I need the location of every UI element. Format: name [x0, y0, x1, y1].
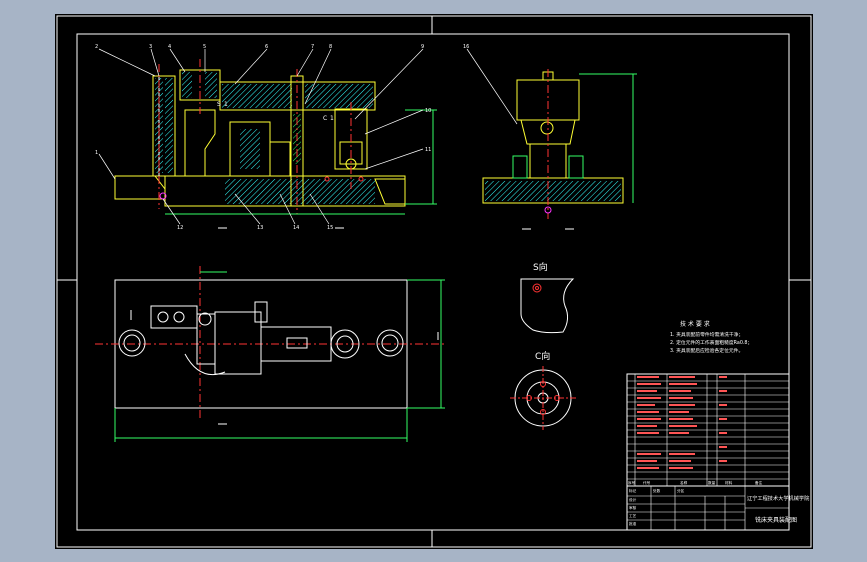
- svg-text:4: 4: [168, 44, 171, 50]
- svg-text:材料: 材料: [725, 480, 733, 485]
- tech-req-item-3: 3. 夹具装配后应检验各定位元件。: [670, 347, 743, 354]
- svg-text:7: 7: [311, 44, 314, 50]
- svg-text:11: 11: [425, 147, 431, 153]
- svg-text:备注: 备注: [755, 480, 763, 485]
- svg-text:批准: 批准: [629, 521, 637, 526]
- svg-text:设计: 设计: [629, 497, 637, 502]
- svg-text:名称: 名称: [680, 480, 688, 485]
- c-view-label: C向: [535, 350, 550, 362]
- section-mark-c-index: 1: [330, 115, 334, 122]
- svg-text:审核: 审核: [629, 505, 637, 510]
- tech-req-item-2: 2. 定位元件的工作表面粗糙度Ra0.8；: [670, 339, 752, 346]
- svg-text:9: 9: [421, 44, 424, 50]
- s-view-label: S向: [533, 261, 548, 273]
- section-mark-s: S: [217, 101, 221, 108]
- svg-text:3: 3: [149, 44, 152, 50]
- svg-text:6: 6: [265, 44, 268, 50]
- svg-text:分区: 分区: [677, 488, 685, 493]
- svg-text:数量: 数量: [708, 480, 716, 485]
- svg-text:代号: 代号: [643, 480, 651, 485]
- tech-req-title: 技 术 要 求: [680, 320, 710, 328]
- title-block-rows: 标记 处数 分区 设计 审核 工艺 批准: [629, 488, 685, 526]
- school-name: 辽宁工程技术大学机械学院: [747, 494, 810, 502]
- plan-view: [95, 266, 445, 442]
- svg-text:5: 5: [203, 44, 206, 50]
- svg-text:1: 1: [95, 150, 98, 156]
- section-mark-s-index: 1: [224, 101, 228, 108]
- svg-text:工艺: 工艺: [629, 513, 637, 518]
- inner-border: [76, 33, 790, 531]
- side-view: 16: [463, 44, 637, 230]
- drawing-name: 铣床夹具装配图: [755, 516, 797, 524]
- s-direction-view: S向: [520, 261, 575, 334]
- c-direction-view: C向: [510, 350, 576, 430]
- tech-requirements: 技 术 要 求 1. 夹具装配前零件均需清洗干净； 2. 定位元件的工作表面粗糙…: [670, 320, 752, 354]
- svg-text:2: 2: [95, 44, 98, 50]
- parts-list-header: 序号 代号 名称 数量 材料 备注: [628, 480, 763, 485]
- section-mark-c: C: [323, 115, 327, 122]
- outer-border: [56, 15, 812, 548]
- title-block: 标记 处数 分区 设计 审核 工艺 批准 辽宁工程技术大学机械学院 铣床夹具装配…: [626, 485, 810, 531]
- svg-text:序号: 序号: [628, 480, 636, 485]
- svg-text:16: 16: [463, 44, 469, 50]
- tech-req-item-1: 1. 夹具装配前零件均需清洗干净；: [670, 331, 743, 338]
- svg-text:15: 15: [327, 225, 333, 231]
- svg-text:12: 12: [177, 225, 183, 231]
- svg-text:8: 8: [329, 44, 332, 50]
- parts-list: 序号 代号 名称 数量 材料 备注: [626, 373, 790, 487]
- svg-text:标记: 标记: [629, 488, 637, 493]
- svg-text:14: 14: [293, 225, 299, 231]
- svg-text:13: 13: [257, 225, 263, 231]
- svg-text:处数: 处数: [653, 488, 661, 493]
- svg-text:10: 10: [425, 108, 431, 114]
